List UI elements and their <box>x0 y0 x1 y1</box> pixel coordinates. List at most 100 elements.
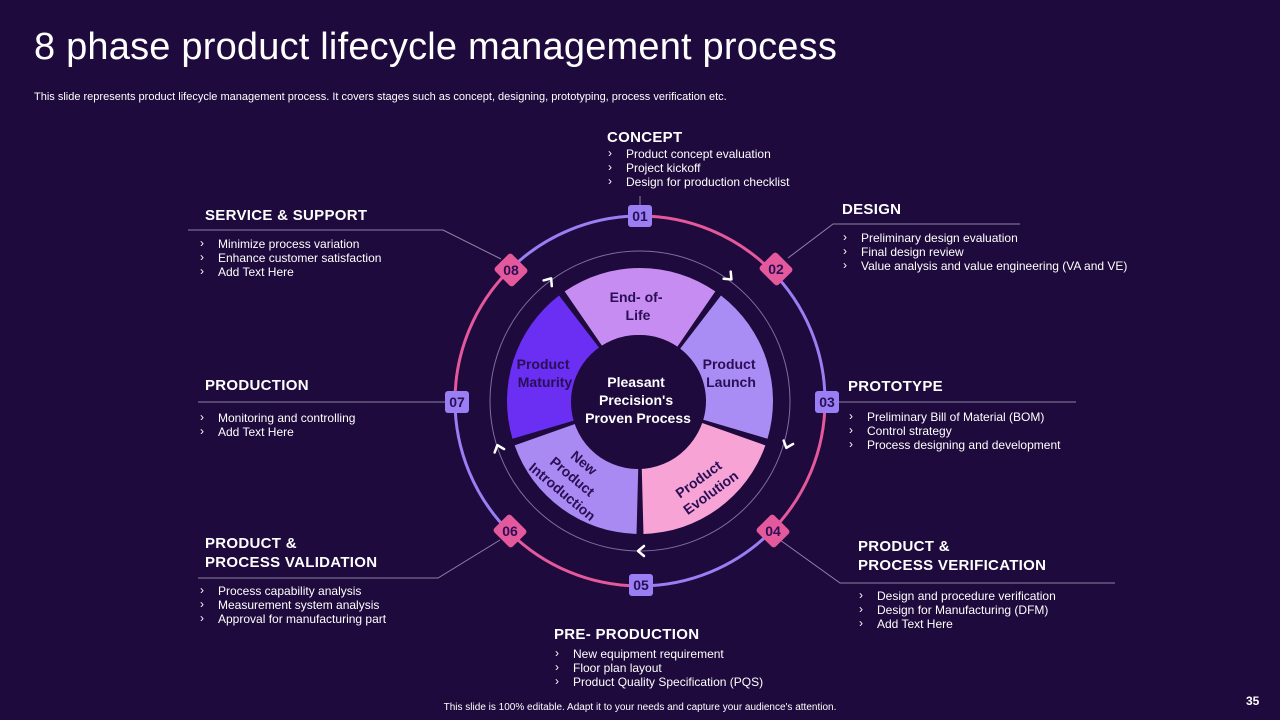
connector-06 <box>198 539 501 579</box>
svg-text:05: 05 <box>633 577 649 593</box>
list-item: Process capability analysis <box>199 583 386 598</box>
list-item: Minimize process variation <box>199 236 381 251</box>
phase-title: PRODUCTION <box>205 377 309 394</box>
phase-product-process-validation: PRODUCT & PROCESS VALIDATION Process cap… <box>200 534 386 626</box>
ring-arc-03-04 <box>769 400 827 533</box>
list-item: Enhance customer satisfaction <box>199 250 381 265</box>
arrow-icon <box>636 544 646 558</box>
pie-segments <box>506 267 773 534</box>
ring-arc-01-02 <box>639 214 772 272</box>
svg-text:07: 07 <box>449 394 465 410</box>
svg-text:06: 06 <box>502 523 518 539</box>
phase-design: DESIGN Preliminary design evaluation Fin… <box>842 200 1127 273</box>
phase-pre-production: PRE- PRODUCTION New equipment requiremen… <box>554 625 763 689</box>
ring-arc-02-03 <box>769 269 827 402</box>
phase-product-process-verification: PRODUCT & PROCESS VERIFICATION Design an… <box>858 537 1056 631</box>
arrow-icon <box>782 439 795 450</box>
ring-arc-05-06 <box>508 530 641 588</box>
segment-product-evolution <box>641 423 766 534</box>
slide-title: 8 phase product lifecycle management pro… <box>34 26 838 68</box>
list-item: Monitoring and controlling <box>199 410 355 425</box>
phase-title: PRE- PRODUCTION <box>554 626 700 643</box>
svg-text:01: 01 <box>632 208 648 224</box>
list-item: Control strategy <box>848 423 1060 438</box>
segment-label-end-of-life: End- of- Life <box>610 289 667 323</box>
list-item: Value analysis and value engineering (VA… <box>842 258 1127 273</box>
segment-label-product-launch: Product Launch <box>703 356 760 390</box>
center-label: Pleasant Precision's Proven Process <box>585 374 691 426</box>
ring-arc-06-07 <box>453 400 511 533</box>
list-item: New equipment requirement <box>554 646 763 661</box>
phase-items: Product concept evaluation Project kicko… <box>607 146 789 189</box>
list-item: Product concept evaluation <box>607 146 789 161</box>
svg-text:02: 02 <box>768 261 784 277</box>
phase-title: PROTOTYPE <box>848 378 943 395</box>
connector-08 <box>188 229 502 260</box>
list-item: Measurement system analysis <box>199 597 386 612</box>
list-item: Product Quality Specification (PQS) <box>554 674 763 689</box>
phase-production: PRODUCTION Monitoring and controlling Ad… <box>200 376 355 439</box>
list-item: Project kickoff <box>607 160 789 175</box>
arrow-icon <box>493 443 506 454</box>
badge-04: 04 <box>756 514 790 548</box>
phase-prototype: PROTOTYPE Preliminary Bill of Material (… <box>848 377 1060 452</box>
phase-items: New equipment requirement Floor plan lay… <box>554 646 763 689</box>
connector-lines <box>188 196 1115 584</box>
list-item: Final design review <box>842 244 1127 259</box>
outer-ring <box>453 214 827 588</box>
phase-items: Monitoring and controlling Add Text Here <box>199 410 355 439</box>
phase-title: DESIGN <box>842 201 902 218</box>
connector-02 <box>787 223 1020 259</box>
svg-text:04: 04 <box>765 523 781 539</box>
list-item: Approval for manufacturing part <box>199 611 386 626</box>
list-item: Process designing and development <box>848 437 1060 452</box>
phase-concept: CONCEPT Product concept evaluation Proje… <box>607 128 789 189</box>
ring-arc-07-08 <box>453 269 511 402</box>
center-circle <box>571 335 705 469</box>
phase-title-line-2: PROCESS VALIDATION <box>205 554 378 571</box>
list-item: Design for production checklist <box>607 174 789 189</box>
slide-subtitle: This slide represents product lifecycle … <box>34 91 727 103</box>
phase-title: PRODUCT & <box>205 535 297 552</box>
connector-04 <box>779 539 1115 584</box>
list-item: Floor plan layout <box>554 660 763 675</box>
list-item: Add Text Here <box>858 616 1056 631</box>
svg-text:08: 08 <box>503 262 519 278</box>
list-item: Design and procedure verification <box>858 588 1056 603</box>
phase-items: Preliminary design evaluation Final desi… <box>842 230 1127 273</box>
direction-arrows <box>493 270 795 558</box>
badge-02: 02 <box>759 252 793 286</box>
list-item: Design for Manufacturing (DFM) <box>858 602 1056 617</box>
badge-03: 03 <box>815 391 839 413</box>
ring-arc-04-05 <box>639 530 772 588</box>
segment-end-of-life <box>564 267 716 347</box>
page-number: 35 <box>1246 694 1260 708</box>
badge-06: 06 <box>493 514 527 548</box>
phase-title-line-2: PROCESS VERIFICATION <box>858 557 1047 574</box>
segment-product-launch <box>680 295 773 439</box>
phase-badges: 01 02 03 04 05 06 07 08 <box>445 205 839 596</box>
phase-title: PRODUCT & <box>858 538 950 555</box>
badge-08: 08 <box>494 253 528 287</box>
svg-text:03: 03 <box>819 394 835 410</box>
phase-service-support: SERVICE & SUPPORT Minimize process varia… <box>200 206 381 279</box>
list-item: Preliminary design evaluation <box>842 230 1127 245</box>
list-item: Preliminary Bill of Material (BOM) <box>848 409 1060 424</box>
phase-items: Process capability analysis Measurement … <box>199 583 386 626</box>
badge-05: 05 <box>629 574 653 596</box>
segment-new-product-introduction <box>514 423 639 534</box>
arrow-icon <box>722 270 733 281</box>
ring-arc-08-01 <box>508 214 641 272</box>
badge-01: 01 <box>628 205 652 227</box>
phase-items: Minimize process variation Enhance custo… <box>199 236 381 279</box>
segment-product-maturity <box>506 295 600 439</box>
badge-07: 07 <box>445 391 469 413</box>
inner-guide-circle <box>489 250 791 552</box>
list-item: Add Text Here <box>199 424 355 439</box>
phase-title: CONCEPT <box>607 129 683 146</box>
phase-items: Preliminary Bill of Material (BOM) Contr… <box>848 409 1060 452</box>
slide-footer: This slide is 100% editable. Adapt it to… <box>443 702 837 713</box>
phase-title: SERVICE & SUPPORT <box>205 207 368 224</box>
list-item: Add Text Here <box>199 264 381 279</box>
